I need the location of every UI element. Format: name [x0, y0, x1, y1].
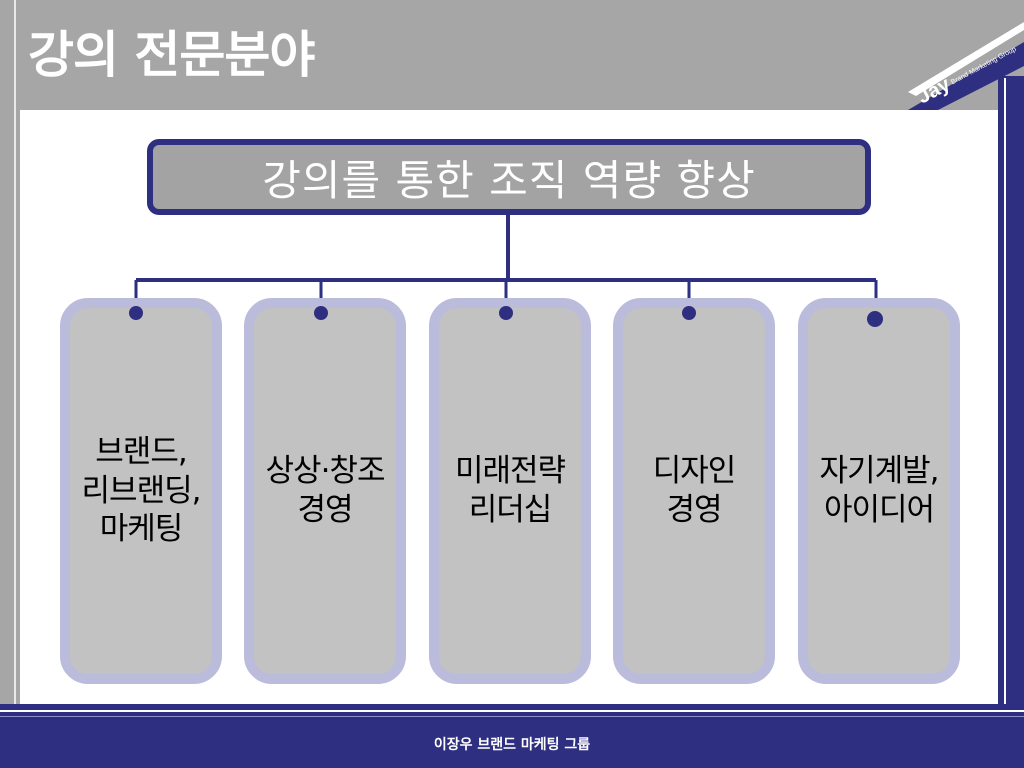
footer-divider-thin — [0, 716, 1024, 717]
right-accent-line — [1004, 78, 1006, 704]
footer-bar — [0, 704, 1024, 768]
pillar-label: 미래전략 리더십 — [454, 453, 566, 528]
root-box-label: 강의를 통한 조직 역량 향상 — [262, 155, 756, 205]
left-stripe — [0, 110, 20, 704]
pillar-label: 디자인 경영 — [652, 453, 737, 528]
pillar-branding: 브랜드, 리브랜딩, 마케팅 — [60, 298, 222, 684]
pillar-label: 브랜드, 리브랜딩, 마케팅 — [81, 433, 202, 548]
pillar-label: 상상·창조 경영 — [265, 453, 386, 528]
pillar-design-management: 디자인 경영 — [613, 298, 775, 684]
pillar-future-strategy: 미래전략 리더십 — [429, 298, 591, 684]
slide-title: 강의 전문분야 — [28, 26, 315, 84]
root-box: 강의를 통한 조직 역량 향상 — [147, 139, 871, 215]
pillar-creative-management: 상상·창조 경영 — [244, 298, 406, 684]
right-accent-band — [998, 76, 1024, 704]
left-stripe-line — [14, 0, 16, 704]
pillar-label: 자기계발, 아이디어 — [819, 453, 940, 528]
jay-logo: Jay Brand Marketing Group — [908, 22, 1024, 110]
pillar-self-development: 자기계발, 아이디어 — [798, 298, 960, 684]
footer-divider — [0, 710, 1024, 712]
footer-text: 이장우 브랜드 마케팅 그룹 — [433, 737, 591, 753]
